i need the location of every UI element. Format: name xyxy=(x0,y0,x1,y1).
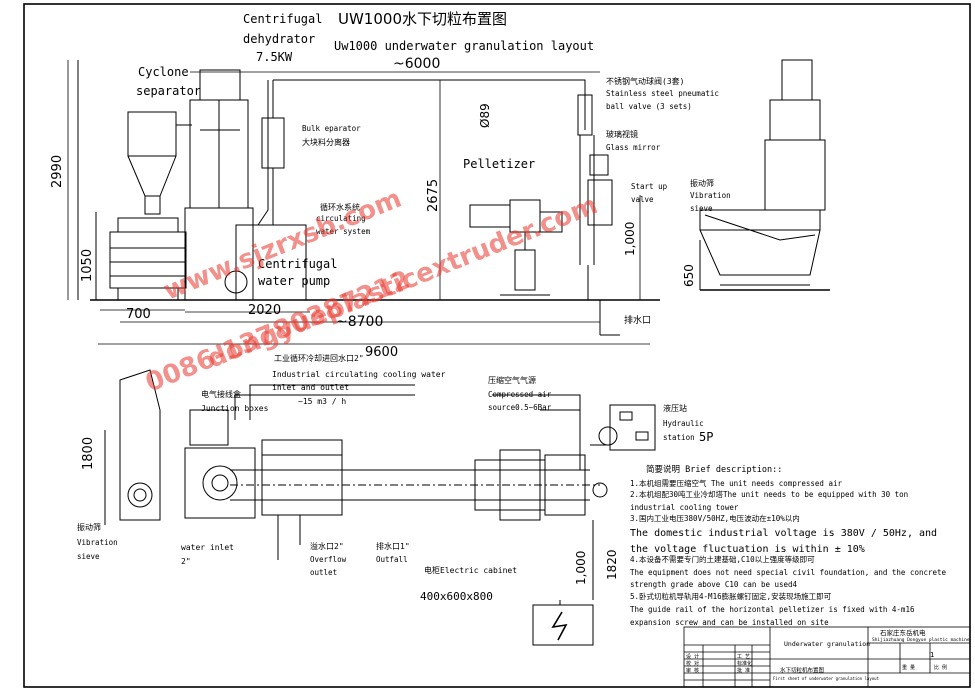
tb-company: 石家庄东岳机电 xyxy=(880,628,926,637)
label-valve-zh: 不锈钢气动球阀(3套) xyxy=(606,76,684,86)
dim-1000-elev: 1,000 xyxy=(623,222,637,256)
label-dehydrator-power: 7.5KW xyxy=(256,50,293,64)
note-4c: strength grade above C10 can be used4 xyxy=(630,580,798,589)
label-hydraulic-en-1: Hydraulic xyxy=(663,419,704,428)
label-overflow-en-1: Overflow xyxy=(310,555,347,564)
notes-heading: 简要说明 Brief description:: xyxy=(646,464,782,475)
dim-2990: 2990 xyxy=(50,155,65,188)
notes-block: 简要说明 Brief description:: 1.本机组需要压缩空气 The… xyxy=(630,464,947,627)
dim-1050: 1050 xyxy=(80,249,95,282)
label-hydraulic-zh: 液压站 xyxy=(663,403,687,413)
tb-row-design: 设 计 xyxy=(686,653,699,660)
note-3b: The domestic industrial voltage is 380V … xyxy=(630,528,937,539)
dim-650: 650 xyxy=(682,264,696,287)
dim-2675: 2675 xyxy=(426,179,441,212)
label-cabinet: 电柜Electric cabinet xyxy=(424,565,517,575)
label-outfall-en: Outfall xyxy=(376,555,408,564)
tb-sheet: 1 xyxy=(930,651,934,659)
dim-89: Ø89 xyxy=(478,103,492,128)
note-5c: expansion screw and can be installed on … xyxy=(630,618,829,627)
label-hydraulic-en-2: station xyxy=(663,433,695,442)
label-hydraulic-power: 5P xyxy=(699,430,713,444)
label-cyclone: Cyclone xyxy=(138,65,189,79)
tb-drawing-zh: 水下切粒机布置图 xyxy=(780,666,825,674)
note-2: 2.本机组配30吨工业冷却塔The unit needs to be equip… xyxy=(630,489,908,499)
tb-weight: 重 量 xyxy=(902,664,915,671)
label-bulk-separator-en: Bulk eparator xyxy=(302,124,361,133)
label-junction-en: Junction boxes xyxy=(201,404,269,413)
note-1: 1.本机组需要压缩空气 The unit needs compressed ai… xyxy=(630,478,842,488)
tb-row-review: 审 核 xyxy=(686,667,699,674)
dim-700: 700 xyxy=(126,307,151,322)
dim-6000: ~6000 xyxy=(393,56,440,72)
label-circ-water-en-2: water system xyxy=(316,227,371,236)
label-dehydrator: dehydrator xyxy=(243,32,315,46)
note-2b: industrial cooling tower xyxy=(630,503,739,512)
label-bulk-separator-zh: 大块料分离器 xyxy=(302,137,350,147)
title-block xyxy=(683,626,971,688)
label-pump-1: Centrifugal xyxy=(258,257,337,271)
dim-1000-plan: 1,000 xyxy=(574,551,588,585)
label-overflow-zh: 溢水口2" xyxy=(310,541,344,551)
label-air-en-2: source0.5~6Bar xyxy=(488,403,552,412)
note-5: 5.卧式切粒机导轨用4-M16膨胀螺钉固定,安装现场施工即可 xyxy=(630,591,832,601)
tb-drawing-en: First sheet of underwater granulation la… xyxy=(773,676,880,681)
label-plan-vib-zh: 振动筛 xyxy=(77,522,101,532)
label-startup-2: valve xyxy=(631,195,654,204)
label-startup-1: Start up xyxy=(631,182,668,191)
label-plan-vib-en-2: sieve xyxy=(77,552,100,561)
label-cooling-flow: ~15 m3 / h xyxy=(298,397,346,406)
label-valve-en-2: ball valve (3 sets) xyxy=(606,102,692,111)
plan-view xyxy=(104,369,656,646)
label-air-en-1: Compressed air xyxy=(488,390,552,399)
label-cabinet-size: 400x600x800 xyxy=(420,590,493,603)
dimension-lines xyxy=(67,60,650,345)
label-outfall-zh: 排水口1" xyxy=(376,541,410,551)
label-cooling-en-1: Industrial circulating cooling water xyxy=(272,370,446,379)
note-5b: The guide rail of the horizontal pelleti… xyxy=(630,605,915,614)
drawing-frame xyxy=(23,3,971,688)
tb-row-check: 校 对 xyxy=(686,660,699,667)
dim-9600: 9600 xyxy=(365,345,398,360)
label-centrifugal: Centrifugal xyxy=(243,12,322,26)
label-vib-zh: 振动筛 xyxy=(690,178,714,188)
label-pump-2: water pump xyxy=(258,274,330,288)
title-zh: UW1000水下切粒布置图 xyxy=(338,10,507,28)
label-cyclone-separator: separator xyxy=(136,84,201,98)
tb-company-en: Shijiazhuang Dongyue plastic machine xyxy=(872,637,970,643)
elevation-view xyxy=(77,59,830,336)
dim-1820: 1820 xyxy=(605,549,619,580)
label-junction-zh: 电气接线盒 xyxy=(201,389,241,399)
tb-project: Underwater granulation xyxy=(784,640,870,648)
tb-scale: 比 例 xyxy=(934,664,947,671)
label-glass-zh: 玻璃视镜 xyxy=(606,129,638,139)
label-overflow-en-2: outlet xyxy=(310,568,337,577)
label-glass-en: Glass mirror xyxy=(606,143,661,152)
title-en: Uw1000 underwater granulation layout xyxy=(334,39,594,53)
label-water-inlet-2: 2" xyxy=(181,557,191,566)
label-drain: 排水口 xyxy=(624,314,651,326)
label-vib-en-2: sieve xyxy=(690,204,713,213)
tb-row-standard: 标准化 xyxy=(737,660,752,667)
tb-row-process: 工 艺 xyxy=(737,654,750,660)
label-valve-en-1: Stainless steel pneumatic xyxy=(606,89,719,98)
label-air-zh: 压缩空气气源 xyxy=(488,375,536,385)
label-plan-vib-en-1: Vibration xyxy=(77,538,118,547)
dim-1800: 1800 xyxy=(81,437,96,470)
label-vib-en-1: Vibration xyxy=(690,191,731,200)
note-4b: The equipment does not need special civi… xyxy=(630,568,947,577)
note-3c: the voltage fluctuation is within ± 10% xyxy=(630,544,865,555)
label-circ-water-zh: 循环水系统 xyxy=(320,202,360,212)
note-4: 4.本设备不需要专门的土建基础,C10以上强度等级即可 xyxy=(630,554,815,564)
tb-row-approve: 批 准 xyxy=(737,667,750,674)
note-3: 3.国内工业电压380V/50HZ,电压波动在±10%以内 xyxy=(630,513,800,523)
label-cooling-zh: 工业循环冷却进回水口2" xyxy=(274,353,364,363)
label-cooling-en-2: inlet and outlet xyxy=(272,383,349,392)
label-water-inlet-1: water inlet xyxy=(181,543,234,552)
label-circ-water-en-1: circulating xyxy=(316,214,366,223)
label-pelletizer: Pelletizer xyxy=(463,157,535,171)
dim-2020: 2020 xyxy=(248,303,281,318)
